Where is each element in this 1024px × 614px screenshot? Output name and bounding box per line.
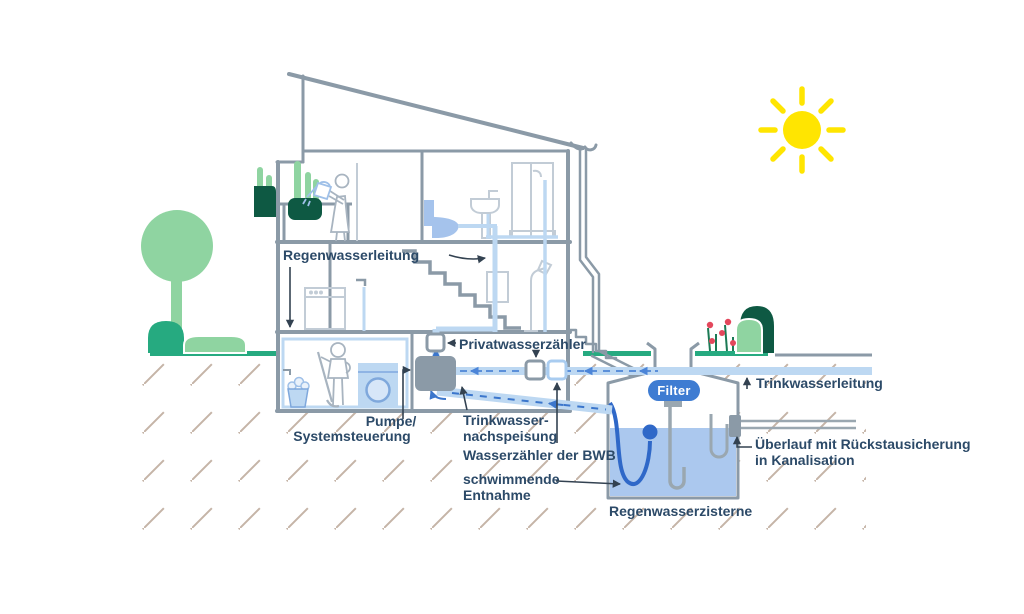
overflow-assembly [709,414,856,459]
gutter [569,141,598,152]
filter-badge [648,380,700,401]
bwb-meter [546,359,568,381]
basement-tap [283,369,291,375]
dishwasher [304,287,346,330]
pump-and-meters [415,332,568,391]
private-meter-pipe [524,359,546,381]
roof [287,72,585,150]
shower [509,162,556,238]
label-refill-line1: Trinkwasser- [463,412,549,428]
watering-can-icon [302,181,333,207]
filter: Filter [648,380,700,407]
overflow-trap [709,414,729,459]
arrow-to-overflow [732,435,752,448]
float-ball [642,424,658,440]
label-refill-line2: nachspeisung [463,428,557,444]
sun-icon [758,86,846,174]
label-pump-line2: Systemsteuerung [293,428,410,444]
label-overflow-line2: in Kanalisation [755,452,855,468]
downspout-outer [578,148,595,354]
ground-strip-mid [583,351,651,356]
label-arrows [285,254,752,488]
label-drinking-pipe: Trinkwasserleitung [756,375,883,391]
garden-right [583,306,872,357]
mop [316,351,334,403]
middle-floor [304,249,553,332]
arrow-to-rain-riser [448,254,487,264]
label-cistern: Regenwasserzisterne [609,503,752,519]
label-bwb-meter: Wasserzähler der BWB [463,447,616,463]
flowers [706,318,736,346]
private-meter-top [425,332,446,353]
pump-unit [415,356,456,391]
washing-machine [358,363,398,407]
label-floating-line2: Entnahme [463,487,531,503]
utility-tap [356,278,367,286]
filter-stem [664,398,682,407]
flow-dashes-suction [451,392,607,411]
suction-arrow-pump [429,389,447,400]
labels: Regenwasserleitung Privatwasserzähler Pu… [283,247,971,519]
bush-light [183,335,247,354]
bush-light-right [735,317,763,354]
bush-dark [148,321,184,353]
tree [141,210,277,356]
cistern-walls [606,341,740,500]
suction-arrow [547,399,564,409]
cistern [606,341,856,500]
floor-lamp [524,259,553,332]
flower-stems [707,324,734,352]
planter-pots [254,186,322,220]
staircase [402,249,521,330]
overflow-flange [729,415,741,437]
bucket-with-suds [287,376,310,408]
arrow-to-pump [402,365,412,419]
arrow-to-refill-pipe [459,385,468,411]
label-rain-pipe: Regenwasserleitung [283,247,419,263]
filter-badge-label: Filter [657,383,691,398]
label-private-meter: Privatwasserzähler [459,336,586,352]
person-cleaning [316,342,351,408]
downspout-inner [584,148,601,352]
balcony-scene [254,161,358,242]
basement-room [281,337,409,409]
label-pump-line1: Pumpe/ [366,413,417,429]
toilet [424,200,459,238]
ground-strip-right [695,351,768,356]
calming-inlet-tube [668,403,686,490]
arrow-to-floating-intake [555,479,622,488]
label-floating-line1: schwimmende [463,471,560,487]
person-watering [328,173,351,242]
label-overflow-line1: Überlauf mit Rückstausicherung [755,436,971,452]
floating-intake-hose [608,401,652,486]
